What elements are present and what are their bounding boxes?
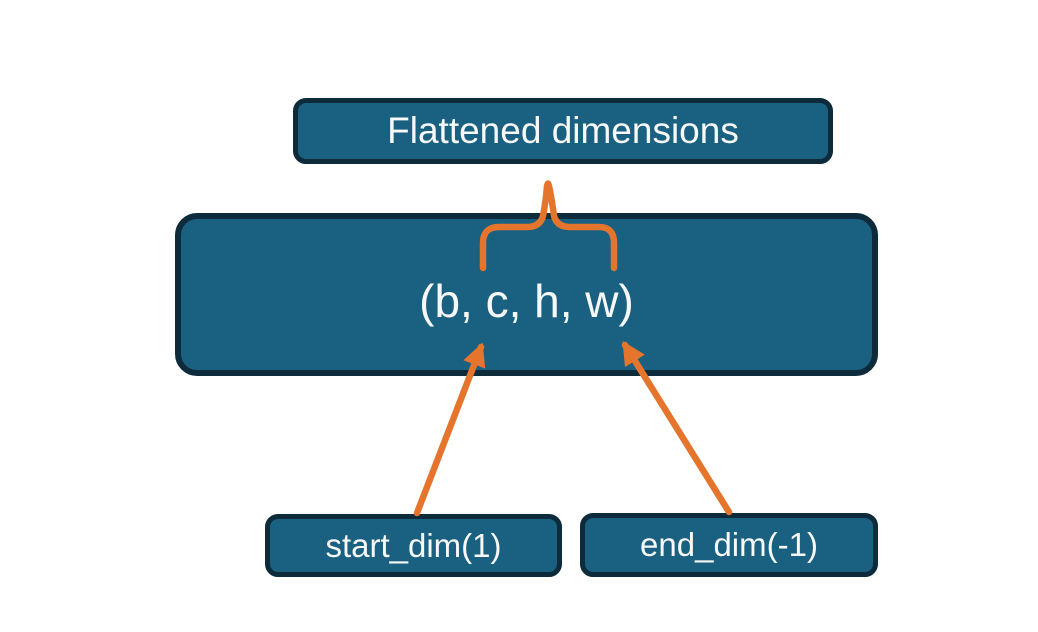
end-dim-label: end_dim(-1) <box>640 526 818 563</box>
flattened-dimensions-label: Flattened dimensions <box>387 110 739 151</box>
node-start-dim: start_dim(1) <box>265 514 562 577</box>
node-end-dim: end_dim(-1) <box>580 513 878 577</box>
start-dim-label: start_dim(1) <box>325 526 502 564</box>
tensor-shape-label: (b, c, h, w) <box>419 274 634 327</box>
node-flattened-dimensions: Flattened dimensions <box>293 98 833 164</box>
node-tensor-shape: (b, c, h, w) <box>175 213 878 376</box>
